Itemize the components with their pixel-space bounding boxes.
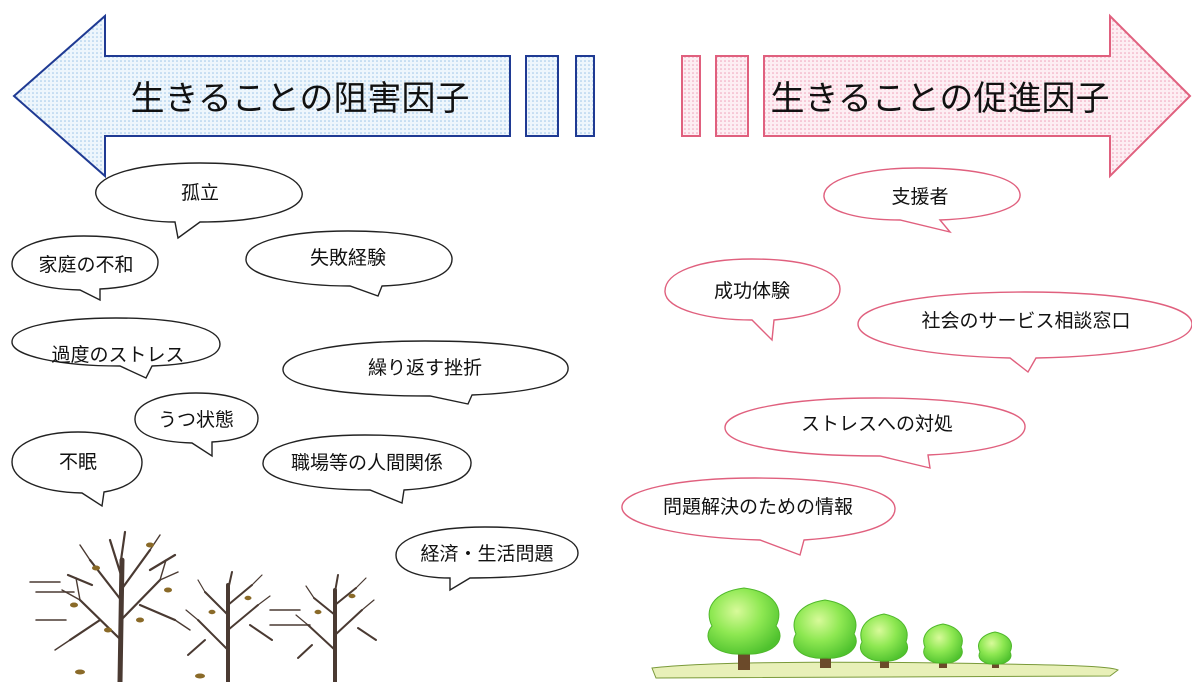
bubble-excessive-stress-text: 過度のストレス xyxy=(51,344,184,366)
bubble-social-services-text: 社会のサービス相談窓口 xyxy=(921,310,1130,332)
inhibiting-bubbles: 孤立 家庭の不和 失敗経験 過度のストレス 繰り返す挫折 うつ状態 不眠 職場 xyxy=(11,162,579,592)
bare-trees-illustration xyxy=(29,530,377,682)
bubble-stress-coping-text: ストレスへの対処 xyxy=(801,413,953,435)
bubble-isolation: 孤立 xyxy=(95,162,303,240)
bubble-insomnia-text: 不眠 xyxy=(59,451,97,473)
right-arrow: 生きることの促進因子 xyxy=(681,13,1192,179)
bubble-family-discord-text: 家庭の不和 xyxy=(38,254,133,276)
bubble-workplace-relations-text: 職場等の人間関係 xyxy=(291,452,443,474)
bubble-social-services: 社会のサービス相談窓口 xyxy=(857,291,1192,374)
bubble-workplace-relations: 職場等の人間関係 xyxy=(262,434,472,504)
bubble-failure-experience-text: 失敗経験 xyxy=(310,247,386,269)
left-arrow: 生きることの阻害因子 xyxy=(12,13,595,179)
bubble-repeated-setbacks: 繰り返す挫折 xyxy=(282,340,569,405)
bubble-supporters-text: 支援者 xyxy=(891,186,948,208)
dead-leaves xyxy=(70,542,356,679)
bubble-isolation-text: 孤立 xyxy=(181,182,219,204)
bubble-failure-experience: 失敗経験 xyxy=(245,230,453,297)
bubble-economic-problems: 経済・生活問題 xyxy=(395,526,579,592)
green-tree-3 xyxy=(860,613,908,668)
bubble-stress-coping: ストレスへの対処 xyxy=(724,397,1026,469)
bubble-success-experience-text: 成功体験 xyxy=(714,280,790,302)
green-tree-4 xyxy=(923,623,963,668)
right-arrow-stripe-1 xyxy=(681,55,701,137)
bubble-supporters: 支援者 xyxy=(823,167,1021,234)
bare-tree-2 xyxy=(185,571,273,682)
left-arrow-shape xyxy=(12,13,511,179)
bubble-repeated-setbacks-text: 繰り返す挫折 xyxy=(368,357,482,379)
bubble-excessive-stress: 過度のストレス xyxy=(11,317,221,379)
bare-tree-1 xyxy=(54,530,191,682)
left-arrow-stripe-2 xyxy=(575,55,595,137)
left-arrow-stripe-1 xyxy=(525,55,559,137)
bubble-depression-text: うつ状態 xyxy=(158,409,234,431)
bubble-problem-solving-info: 問題解決のための情報 xyxy=(621,477,896,556)
right-arrow-title: 生きることの促進因子 xyxy=(771,79,1110,119)
green-tree-1 xyxy=(707,587,781,670)
grass-ground xyxy=(651,661,1119,679)
promoting-bubbles: 支援者 成功体験 社会のサービス相談窓口 ストレスへの対処 問題解決のための情報 xyxy=(621,167,1192,556)
wind-lines xyxy=(29,581,311,626)
left-arrow-title: 生きることの阻害因子 xyxy=(131,79,470,119)
bubble-insomnia: 不眠 xyxy=(11,431,143,508)
right-arrow-stripe-2 xyxy=(715,55,749,137)
bubble-problem-solving-info-text: 問題解決のための情報 xyxy=(663,496,853,518)
bubble-depression: うつ状態 xyxy=(134,392,259,458)
bubble-success-experience: 成功体験 xyxy=(664,258,841,342)
right-arrow-shape xyxy=(763,13,1192,179)
bubble-economic-problems-text: 経済・生活問題 xyxy=(420,543,553,565)
bare-tree-3 xyxy=(295,574,377,682)
bubble-family-discord: 家庭の不和 xyxy=(11,235,159,302)
green-trees-illustration xyxy=(651,587,1119,679)
green-tree-5 xyxy=(978,631,1012,668)
green-tree-2 xyxy=(793,599,857,668)
